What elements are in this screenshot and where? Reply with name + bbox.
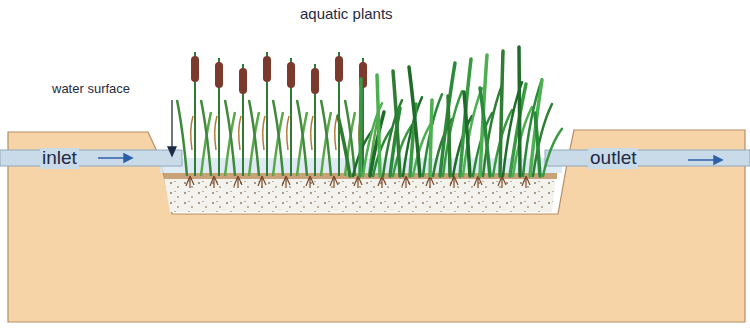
title-label: aquatic plants — [300, 6, 393, 23]
root — [306, 176, 314, 188]
root — [186, 176, 194, 188]
leaf — [297, 100, 307, 176]
root — [378, 176, 386, 188]
root — [258, 176, 266, 188]
grass-blade — [464, 92, 470, 176]
grass-blade — [377, 75, 380, 176]
grass-blade — [409, 67, 420, 176]
grass-blade — [513, 107, 532, 176]
leaf — [273, 100, 283, 176]
root — [450, 176, 458, 188]
cattail-head — [263, 56, 271, 82]
grass-blade — [523, 79, 542, 176]
leaf — [191, 116, 193, 150]
pointer-arrow — [168, 100, 176, 156]
root — [282, 176, 290, 188]
root — [498, 176, 506, 188]
cattail-head — [191, 56, 199, 82]
root — [354, 176, 362, 188]
root — [474, 176, 482, 188]
aquatic-plants — [177, 47, 562, 188]
grass-blade — [338, 116, 350, 176]
grass-blade — [393, 71, 400, 176]
leaf — [239, 116, 241, 150]
cattail-head — [335, 56, 343, 82]
pipe-label: outlet — [588, 148, 638, 169]
root — [522, 176, 530, 188]
inlet-pipe — [0, 150, 182, 166]
grass-blade — [533, 104, 552, 176]
leaf — [201, 100, 211, 176]
root — [330, 176, 338, 188]
grass-blade — [430, 100, 432, 176]
pipe-label: inlet — [40, 148, 79, 169]
leaf — [225, 100, 235, 176]
grass-blade — [480, 88, 490, 176]
cattail-head — [215, 62, 223, 88]
leaf — [177, 100, 187, 176]
cattail-head — [311, 68, 319, 94]
leaf — [335, 116, 337, 150]
leaf — [263, 116, 265, 150]
callout-label: water surface — [52, 82, 130, 96]
grass-blade — [500, 51, 503, 176]
leaf — [311, 116, 313, 150]
outlet-pipe — [545, 150, 750, 166]
grass-blade — [535, 113, 540, 176]
gravel-bed — [164, 178, 556, 212]
grass-blade — [443, 91, 462, 176]
leaf — [215, 116, 217, 150]
leaf — [321, 100, 331, 176]
grass-blade — [423, 94, 442, 176]
root — [210, 176, 218, 188]
cattail-head — [287, 62, 295, 88]
gravel-texture — [164, 178, 556, 212]
leaf — [287, 116, 289, 150]
grass-blade — [543, 129, 562, 176]
root — [426, 176, 434, 188]
root — [402, 176, 410, 188]
grass-blade — [519, 47, 520, 176]
grass-blade — [360, 79, 361, 176]
leaf — [249, 100, 259, 176]
root — [234, 176, 242, 188]
cattail-head — [239, 68, 247, 94]
grass-blade — [448, 96, 450, 176]
